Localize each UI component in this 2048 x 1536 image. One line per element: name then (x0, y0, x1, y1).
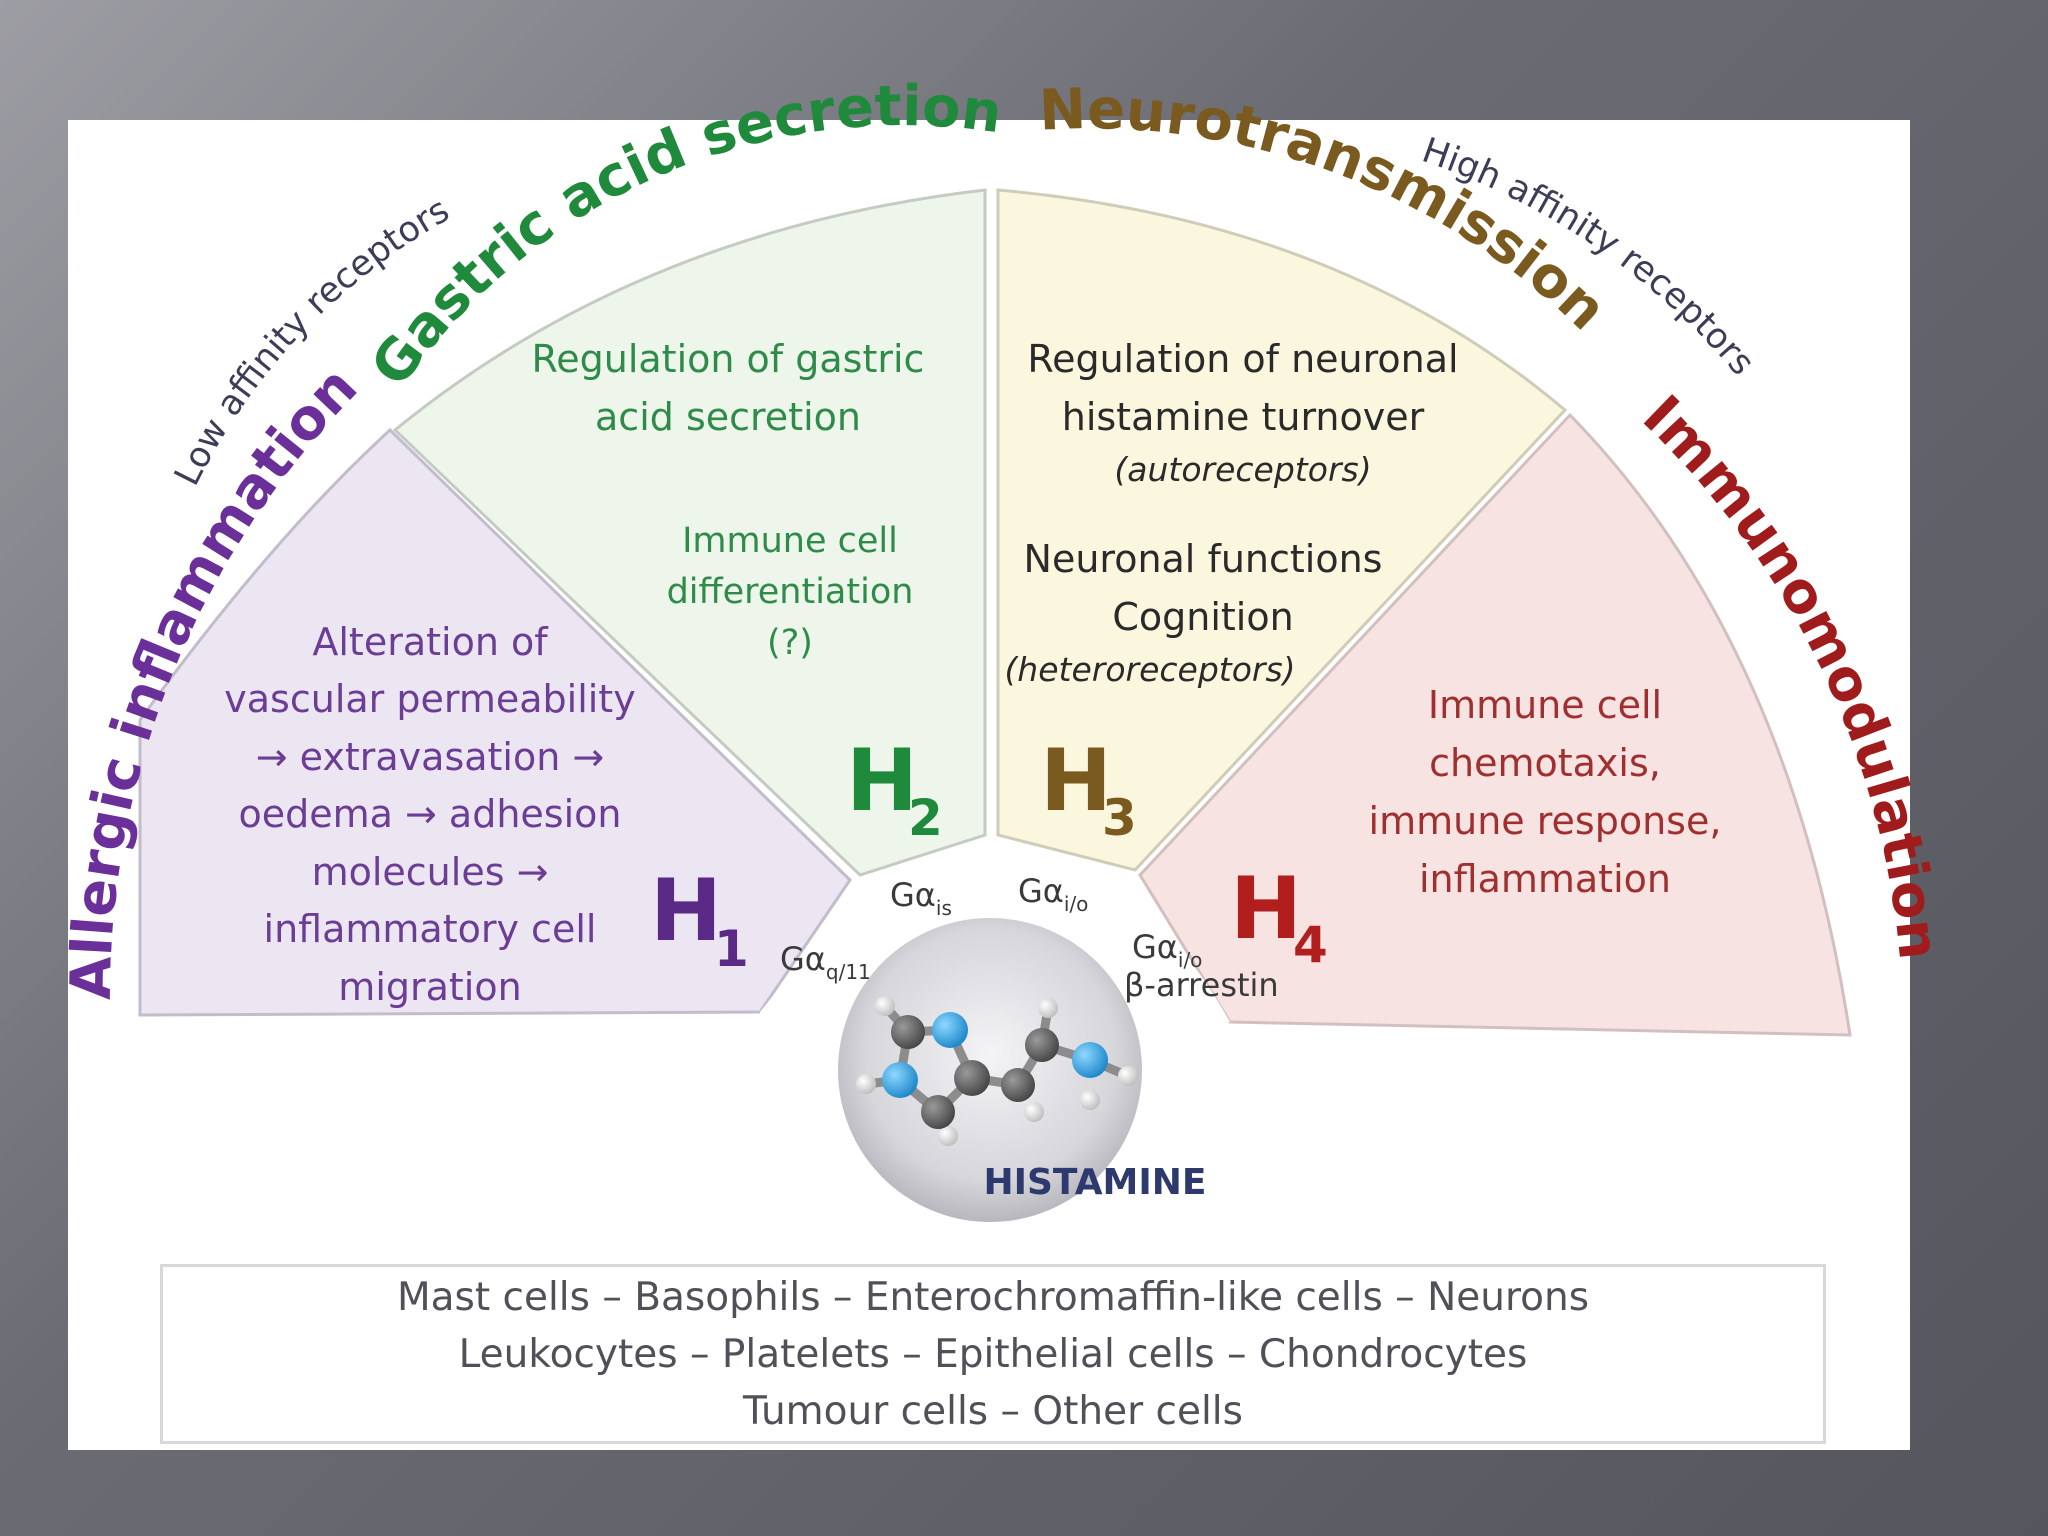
h1-line: inflammatory cell (264, 907, 597, 951)
h1-gprotein: Gαq/11 (780, 940, 871, 984)
h1-subscript: 1 (714, 920, 749, 978)
h2-subscript: 2 (908, 789, 943, 847)
sector-h3 (996, 188, 1568, 872)
h4-line: chemotaxis, (1429, 741, 1661, 785)
h2-description: Regulation of gastric acid secretion Imm… (532, 337, 925, 663)
h3-line: Cognition (1112, 595, 1293, 639)
h4-line: Immune cell (1428, 683, 1662, 727)
h1-line: migration (338, 965, 521, 1009)
h2-gprotein: Gαis (890, 876, 952, 920)
h4-gprotein-sub: i/o (1178, 948, 1203, 972)
sector-h2 (392, 188, 987, 877)
h4-description: Immune cell chemotaxis, immune response,… (1369, 683, 1722, 901)
h2-receptor-label: H 2 (846, 731, 943, 847)
h3-gprotein: Gαi/o (1018, 872, 1088, 916)
h3-receptor-label: H 3 (1040, 731, 1137, 847)
cell-types-line: Mast cells – Basophils – Enterochromaffi… (396, 1274, 1590, 1320)
h4-line: immune response, (1369, 799, 1722, 843)
h1-gprotein-symbol: Gα (780, 940, 826, 978)
h1-gprotein-sub: q/11 (826, 960, 871, 984)
histamine-molecule-icon (856, 996, 1138, 1146)
h3-line: histamine turnover (1062, 395, 1425, 439)
h4-letter: H (1230, 859, 1302, 959)
h2-line: acid secretion (595, 395, 861, 439)
h1-letter: H (650, 861, 722, 961)
g-protein-labels: Gαq/11 Gαis Gαi/o Gαi/o β-arrestin (780, 872, 1279, 1004)
h3-description: Regulation of neuronal histamine turnove… (1004, 337, 1458, 689)
h1-line: molecules → (312, 850, 549, 894)
h2-line: (?) (767, 623, 813, 663)
sector-h1 (138, 427, 852, 1017)
h3-note: (autoreceptors) (1114, 450, 1371, 489)
h3-subscript: 3 (1102, 789, 1137, 847)
cell-types-line: Leukocytes – Platelets – Epithelial cell… (458, 1331, 1528, 1377)
h2-line: Immune cell (682, 521, 898, 561)
h3-gprotein-symbol: Gα (1018, 872, 1064, 910)
h1-line: → extravasation → (256, 735, 605, 779)
h3-line: Regulation of neuronal (1027, 337, 1458, 381)
h4-subscript: 4 (1293, 916, 1328, 974)
histamine-disc (838, 918, 1142, 1222)
cell-types-line: Tumour cells – Other cells (743, 1388, 1243, 1434)
h4-receptor-label: H 4 (1230, 859, 1328, 974)
sector-h4 (1138, 412, 1852, 1037)
h1-line: vascular permeability (224, 677, 635, 721)
h3-line: Neuronal functions (1024, 537, 1383, 581)
h3-gprotein-sub: i/o (1064, 892, 1089, 916)
h3-letter: H (1040, 731, 1112, 831)
h2-gprotein-sub: is (936, 896, 952, 920)
h4-gprotein-symbol: Gα (1132, 928, 1178, 966)
h1-line: Alteration of (312, 620, 549, 664)
cell-types-box: Mast cells – Basophils – Enterochromaffi… (160, 1264, 1826, 1444)
h4-arrestin: β-arrestin (1124, 966, 1279, 1004)
histamine-label: HISTAMINE (983, 1162, 1206, 1203)
h2-letter: H (846, 731, 918, 831)
h2-gprotein-symbol: Gα (890, 876, 936, 914)
h4-line: inflammation (1419, 857, 1671, 901)
h3-note: (heteroreceptors) (1004, 650, 1295, 689)
h2-line: differentiation (667, 572, 914, 612)
h4-gprotein: Gαi/o (1132, 928, 1202, 972)
h2-line: Regulation of gastric (532, 337, 925, 381)
h1-receptor-label: H 1 (650, 861, 749, 978)
h1-description: Alteration of vascular permeability → ex… (224, 620, 635, 1009)
h1-line: oedema → adhesion (239, 792, 622, 836)
